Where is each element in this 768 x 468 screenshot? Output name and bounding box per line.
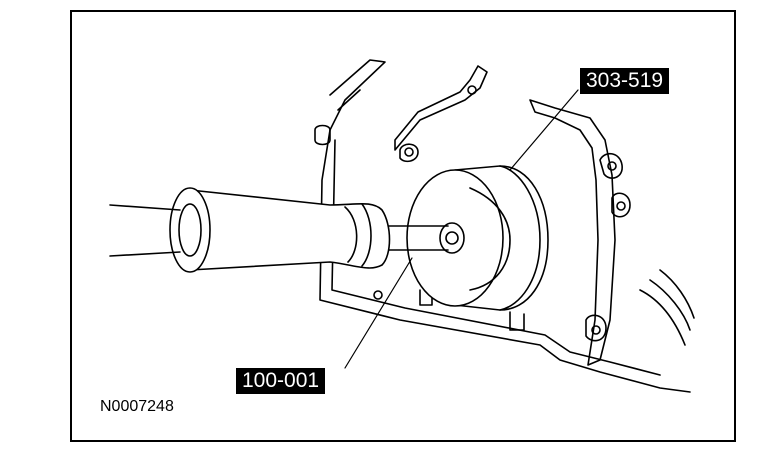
seal-remover-inner-ring [469,187,511,291]
cover-bolt-boss-right [599,152,623,179]
slide-hammer-weight-bore [178,203,202,257]
slide-hammer-weight-groove [344,203,372,267]
cover-bolt-boss-lower [585,314,607,342]
crankcase-arc-3 [659,269,695,319]
engine-cover-outline [319,59,691,393]
cover-boss-top [399,143,419,163]
seal-remover-rim [499,165,541,311]
leader-line-303-519 [509,89,579,171]
slide-hammer-adapter-bore [445,231,459,245]
cover-bolt-hole-6 [373,290,383,300]
cover-notch-2 [509,311,525,331]
cover-bolt-hole-5 [467,85,477,95]
cover-bolt-hole-3 [616,201,626,211]
slide-hammer-shaft [379,225,449,251]
callout-label-100-001: 100-001 [236,368,326,394]
slide-hammer-weight-end [169,187,211,273]
cover-flange-right [529,99,616,366]
leader-line-100-001 [344,257,413,369]
engine-cover-inner-edge [331,89,661,376]
slide-hammer-weight [189,189,391,271]
slide-hammer-adapter [439,222,465,254]
figure-id-label: N0007248 [100,398,174,415]
callout-label-303-519: 303-519 [580,68,670,94]
cover-dowel-left [314,124,331,146]
slide-hammer-rod [109,204,181,257]
cover-bolt-hole-4 [404,147,414,157]
cover-bolt-boss-side [611,192,631,218]
crankcase-arc-1 [639,289,686,346]
cover-bolt-hole-2 [591,325,601,335]
cover-bolt-hole-1 [607,161,617,171]
crankcase-arc-2 [649,279,691,331]
cover-flange-top [394,65,488,151]
